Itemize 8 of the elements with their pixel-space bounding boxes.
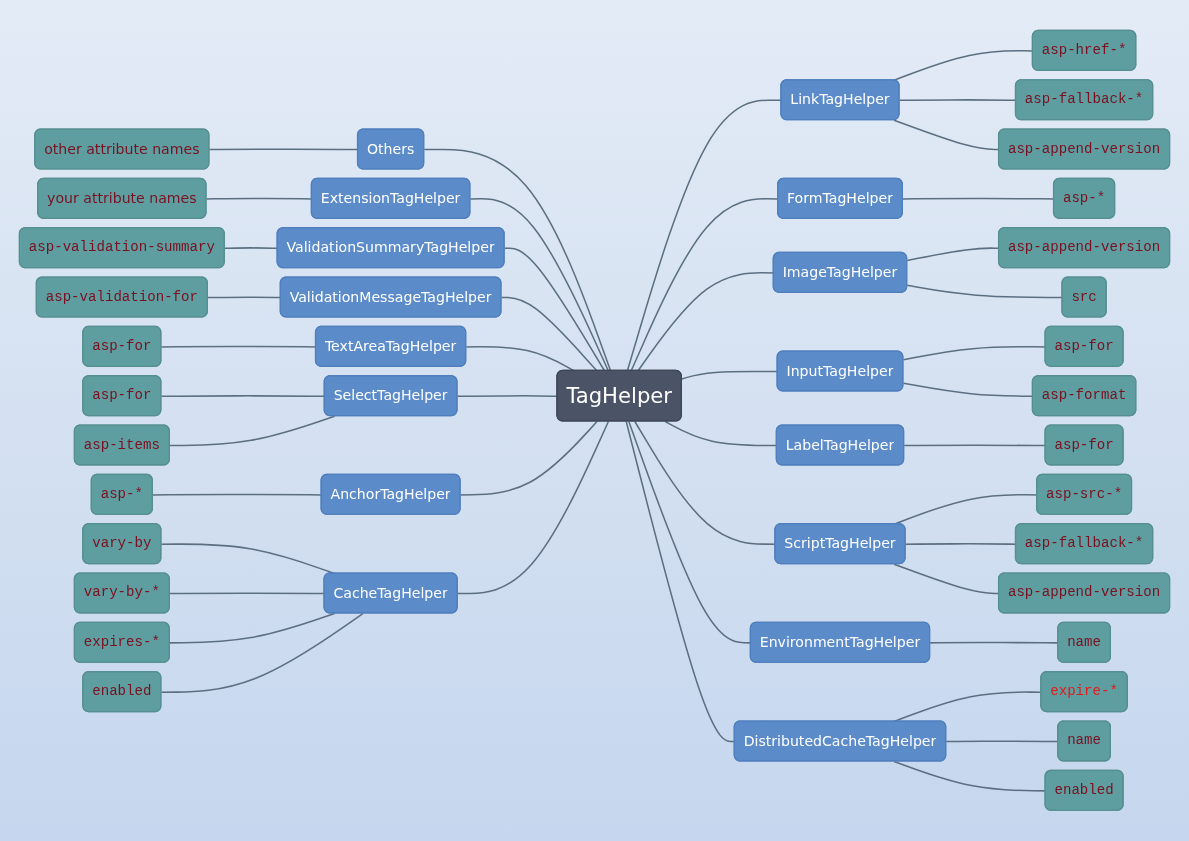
connector (469, 198, 610, 372)
connector (169, 612, 336, 644)
connector (423, 148, 612, 372)
connector (465, 346, 576, 372)
connector (160, 612, 364, 694)
connector (634, 420, 777, 546)
connector (500, 296, 598, 372)
connector (169, 415, 336, 447)
